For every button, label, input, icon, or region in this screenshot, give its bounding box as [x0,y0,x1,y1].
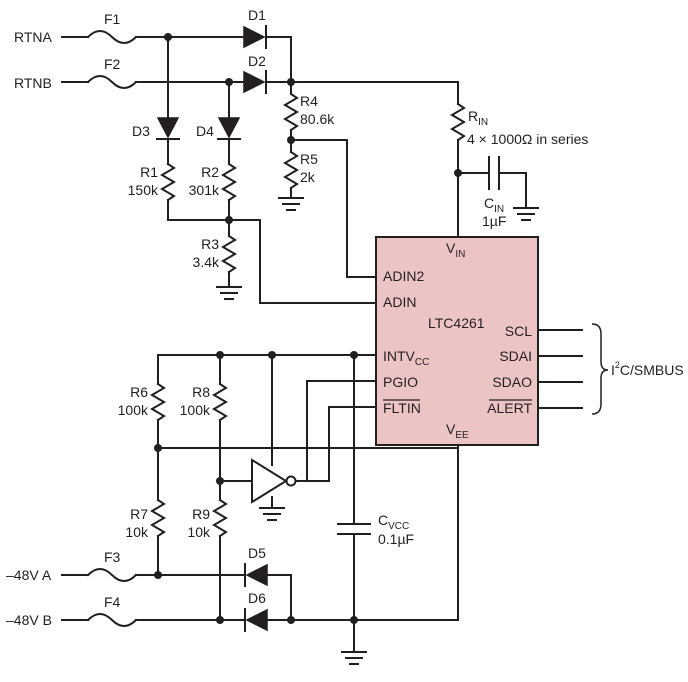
diode-d5-label: D5 [248,545,266,561]
resistor-r2-name: R2 [201,164,219,180]
diode-d3-label: D3 [132,123,150,139]
junction-dot [225,216,233,224]
resistor-r2-symbol [221,162,237,202]
fuse-f4-symbol [86,613,138,627]
resistor-r1-symbol [160,162,176,202]
resistor-r8-name: R8 [192,384,210,400]
resistor-r4-name: R4 [300,93,318,109]
resistor-r6-value: 100k [118,402,149,418]
fuse-f3-symbol [86,568,138,582]
fuse-f3-label: F3 [104,549,121,565]
resistor-r8-symbol [212,382,228,422]
ic-part-number: LTC4261 [428,315,485,331]
neg48v-a-label: –48V A [6,567,52,583]
resistor-r8-value: 100k [180,402,211,418]
diode-d5-symbol [244,563,268,587]
diode-d1-symbol [243,25,267,49]
neg48v-b-label: –48V B [6,612,52,628]
ground-symbol-bottom [341,651,367,665]
diode-d2-label: D2 [248,53,266,69]
resistor-r7-name: R7 [130,506,148,522]
capacitor-cvcc-symbol [337,523,371,535]
capacitor-cin-symbol [488,156,500,190]
diode-d6-label: D6 [248,590,266,606]
ic-pin-sdao: SDAO [492,374,532,390]
diode-d4-symbol [217,117,241,140]
resistor-rin-name: RIN [468,108,488,128]
inverter-symbol [251,458,297,504]
ic-pin-scl: SCL [505,323,532,339]
diode-d6-symbol [244,608,268,632]
resistor-r5-name: R5 [300,151,318,167]
resistor-r6-name: R6 [130,384,148,400]
diode-d1-label: D1 [248,7,266,23]
diode-d4-label: D4 [196,123,214,139]
i2c-bus-lines [537,329,583,409]
junction-dot [287,616,295,624]
fuse-f1-label: F1 [104,11,121,27]
resistor-r3-symbol [221,234,237,274]
resistor-r5-value: 2k [300,169,316,185]
ic-pin-fltin: FLTIN [383,400,421,416]
resistor-r4-value: 80.6k [300,111,335,127]
capacitor-cvcc-value: 0.1µF [378,531,414,547]
resistor-r9-symbol [212,498,228,538]
resistor-r7-symbol [150,498,166,538]
junction-dot [216,616,224,624]
i2c-smbus-label: I2C/SMBUS [611,360,684,378]
junction-dot [154,571,162,579]
rtnb-label: RTNB [14,75,52,91]
capacitor-cin-name: CIN [484,195,504,215]
diode-d2-symbol [243,70,267,94]
ic-pin-adin2: ADIN2 [383,268,424,284]
ic-pin-vin: VIN [446,240,465,260]
resistor-r6-symbol [150,382,166,422]
ground-symbol-r3 [216,286,242,300]
resistor-r7-value: 10k [125,524,149,540]
resistor-r5-symbol [283,150,299,190]
ic-pin-pgio: PGIO [383,374,418,390]
resistor-r3-name: R3 [201,236,219,252]
resistor-r3-value: 3.4k [193,254,220,270]
resistor-r2-value: 301k [189,182,220,198]
resistor-r1-value: 150k [128,182,159,198]
fuse-f1-symbol [86,30,138,44]
ground-symbol-inverter [259,507,285,521]
resistor-r4-symbol [283,92,299,132]
resistor-r9-value: 10k [187,524,211,540]
resistor-rin-value: 4 × 1000Ω in series [467,131,588,147]
fuse-f4-label: F4 [104,594,121,610]
ic-pin-vee: VEE [446,421,469,441]
capacitor-cin-value: 1µF [482,213,506,229]
i2c-bus-brace [591,323,609,415]
ground-symbol-cin [513,207,539,221]
fuse-f2-symbol [86,75,138,89]
resistor-r1-name: R1 [140,164,158,180]
fuse-f2-label: F2 [104,56,121,72]
ic-pin-adin: ADIN [383,294,416,310]
ic-pin-sdai: SDAI [499,348,532,364]
ground-symbol-r5 [278,197,304,211]
ltc4261-ic-body [375,236,539,446]
ic-pin-alert: ALERT [487,400,532,416]
capacitor-cvcc-name: CVCC [378,512,409,532]
rtna-label: RTNA [14,29,53,45]
resistor-r9-name: R9 [192,506,210,522]
diode-d3-symbol [156,117,180,140]
ic-pin-intvcc: INTVCC [383,348,429,368]
resistor-rin-symbol [450,102,466,142]
